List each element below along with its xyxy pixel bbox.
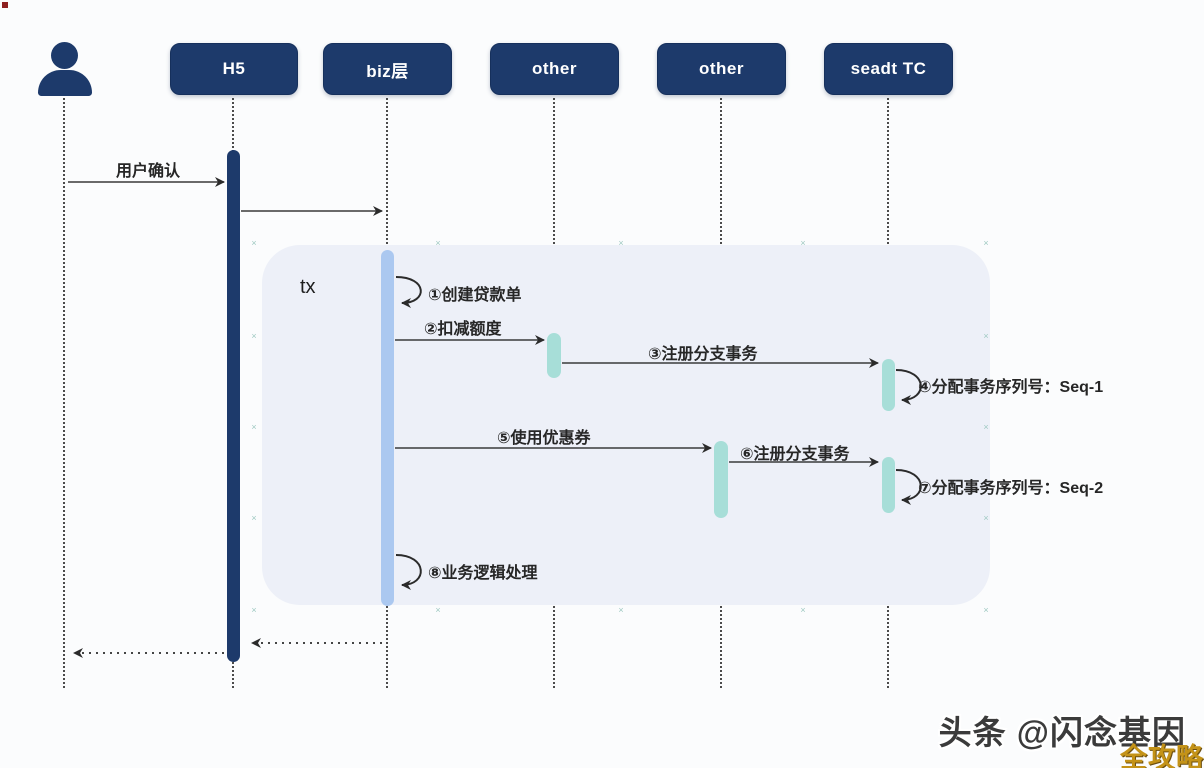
grid-mark: × [983,238,989,248]
message-label-3: ③注册分支事务 [648,346,758,363]
participant-other-2: other [657,43,786,95]
grid-mark: × [983,331,989,341]
activation-bar-other-2 [714,441,728,518]
grid-mark: × [618,605,624,615]
message-label-6: ⑥注册分支事务 [740,446,850,463]
participant-h5: H5 [170,43,298,95]
grid-mark: × [800,605,806,615]
message-label-5: ⑤使用优惠券 [497,430,591,447]
message-label-user-confirm: 用户确认 [115,163,180,180]
lifeline-actor [63,98,65,688]
message-label-8: ⑧业务逻辑处理 [428,565,538,582]
participant-label: H5 [222,59,246,78]
actor-person-icon [38,42,92,96]
message-label-4: ④分配事务序列号：Seq-1 [918,379,1104,396]
grid-mark: × [435,238,441,248]
message-label-2: ②扣减额度 [424,321,502,338]
activation-bar-other-1 [547,333,561,378]
actor-body [38,70,92,96]
watermark-byline: 头条 @闪念基因 [938,714,1186,751]
grid-mark: × [251,238,257,248]
participant-label: seadt TC [850,59,927,78]
grid-mark: × [251,331,257,341]
activation-bar-biz [381,250,394,606]
participant-label: biz层 [366,61,409,81]
participant-seadt-tc: seadt TC [824,43,953,95]
actor-head [51,42,78,69]
activation-bar-seadt-tc-2 [882,457,895,513]
tx-fragment-label: tx [300,276,316,298]
participant-biz: biz层 [323,43,452,95]
grid-mark: × [251,513,257,523]
participant-label: other [699,59,744,78]
grid-mark: × [435,605,441,615]
grid-mark: × [983,605,989,615]
grid-mark: × [618,238,624,248]
grid-mark: × [251,422,257,432]
corner-artifact-dot [2,2,8,8]
participant-label: other [532,59,577,78]
message-label-7: ⑦分配事务序列号：Seq-2 [918,480,1104,497]
grid-mark: × [983,513,989,523]
grid-mark: × [983,422,989,432]
tx-fragment-box [262,245,990,605]
participant-other-1: other [490,43,619,95]
grid-mark: × [251,605,257,615]
watermark-badge: 全攻略 [1120,743,1204,768]
grid-mark: × [800,238,806,248]
message-label-1: ①创建贷款单 [428,287,522,304]
activation-bar-h5 [227,150,240,662]
activation-bar-seadt-tc-1 [882,359,895,411]
